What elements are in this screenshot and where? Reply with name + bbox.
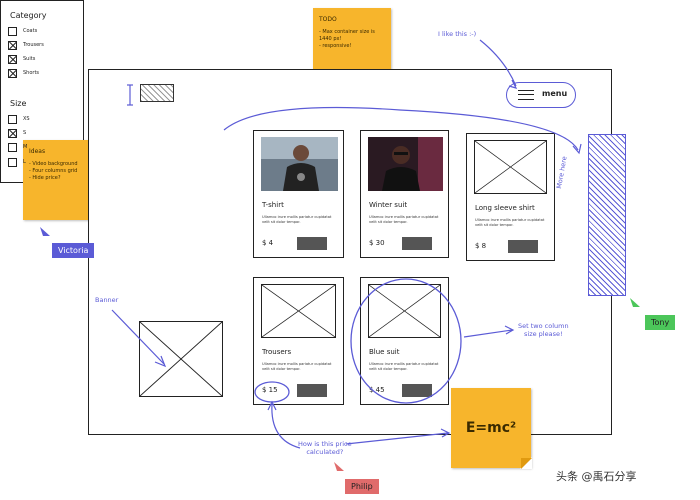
product-title: Trousers: [262, 348, 292, 356]
add-to-cart-button[interactable]: [297, 384, 327, 397]
hatched-area: [588, 134, 626, 296]
user-tag-victoria: Victoria: [52, 243, 95, 258]
hamburger-icon[interactable]: [518, 90, 534, 100]
product-price: $ 8: [475, 242, 487, 250]
filter-item-xs[interactable]: XS: [8, 114, 30, 124]
checkbox[interactable]: [8, 142, 17, 152]
checkbox[interactable]: [8, 54, 17, 64]
checkbox[interactable]: [8, 157, 17, 167]
product-card[interactable]: Blue suit Ullamco irure mollis pariatur …: [360, 277, 449, 405]
annotation-i-like-this: I like this :-): [438, 30, 477, 38]
filter-item-trousers[interactable]: Trousers: [8, 40, 44, 50]
product-title: Winter suit: [369, 201, 408, 209]
filter-item-suits[interactable]: Suits: [8, 54, 35, 64]
product-title: Blue suit: [369, 348, 400, 356]
image-placeholder: [261, 284, 336, 338]
banner-image-placeholder[interactable]: [139, 321, 223, 397]
cursor-arrow-icon: [334, 462, 344, 471]
todo-title: TODO: [319, 16, 337, 23]
filter-label: Coats: [23, 28, 38, 34]
category-title: Category: [10, 11, 47, 20]
product-card[interactable]: Trousers Ullamco irure mollis pariatur c…: [253, 277, 344, 405]
checkbox[interactable]: [8, 128, 17, 138]
filter-label: M: [23, 144, 28, 150]
filter-label: L: [23, 159, 26, 165]
logo-placeholder[interactable]: [140, 84, 174, 102]
fold-decoration: [521, 458, 532, 469]
checkbox[interactable]: [8, 40, 17, 50]
annotation-price-question: How is this price calculated?: [298, 440, 352, 456]
annotation-two-column: Set two column size please!: [518, 322, 569, 338]
ideas-items: - Video background - Four columns grid -…: [29, 161, 78, 181]
product-price: $ 30: [369, 239, 385, 247]
product-price: $ 45: [369, 386, 385, 394]
todo-items: - Max container size is 1440 px! - respo…: [319, 29, 375, 49]
add-to-cart-button[interactable]: [402, 384, 432, 397]
menu-label[interactable]: menu: [542, 89, 568, 98]
product-title: Long sleeve shirt: [475, 204, 535, 212]
product-description: Ullamco irure mollis pariatur cupidatat …: [369, 215, 439, 224]
cursor-arrow-icon: [40, 227, 50, 236]
filter-item-s[interactable]: S: [8, 128, 26, 138]
product-card[interactable]: T-shirt Ullamco irure mollis pariatur cu…: [253, 130, 344, 258]
product-description: Ullamco irure mollis pariatur cupidatat …: [262, 362, 332, 371]
product-card[interactable]: Long sleeve shirt Ullamco irure mollis p…: [466, 133, 555, 261]
annotation-banner: Banner: [95, 296, 119, 304]
checkbox[interactable]: [8, 114, 17, 124]
product-card[interactable]: Winter suit Ullamco irure mollis pariatu…: [360, 130, 449, 258]
ideas-title: Ideas: [29, 148, 46, 155]
filter-label: Shorts: [23, 70, 40, 76]
menu-highlight-circle: [506, 82, 576, 108]
product-price: $ 15: [262, 386, 278, 394]
product-photo: [368, 137, 443, 191]
filter-label: S: [23, 130, 27, 136]
filter-item-shorts[interactable]: Shorts: [8, 68, 39, 78]
checkbox[interactable]: [8, 26, 17, 36]
formula-sticky-note[interactable]: E=mc²: [451, 388, 532, 469]
image-placeholder: [474, 140, 547, 194]
filter-item-m[interactable]: M: [8, 142, 27, 152]
watermark: 头条 @禹石分享: [556, 470, 637, 483]
product-title: T-shirt: [262, 201, 284, 209]
user-tag-tony: Tony: [645, 315, 676, 330]
size-title: Size: [10, 99, 27, 108]
user-tag-philip: Philip: [345, 479, 379, 494]
product-photo: [261, 137, 338, 191]
filter-label: Trousers: [23, 42, 44, 48]
height-marker-icon: [126, 84, 134, 106]
product-price: $ 4: [262, 239, 274, 247]
product-description: Ullamco irure mollis pariatur cupidatat …: [262, 215, 332, 224]
filter-item-coats[interactable]: Coats: [8, 26, 37, 36]
add-to-cart-button[interactable]: [402, 237, 432, 250]
filter-label: XS: [23, 116, 30, 122]
product-description: Ullamco irure mollis pariatur cupidatat …: [475, 218, 545, 227]
filter-label: Suits: [23, 56, 36, 62]
formula-text: E=mc²: [465, 419, 517, 436]
cursor-arrow-icon: [630, 298, 640, 307]
checkbox[interactable]: [8, 68, 17, 78]
product-description: Ullamco irure mollis pariatur cupidatat …: [369, 362, 439, 371]
add-to-cart-button[interactable]: [297, 237, 327, 250]
filter-item-l[interactable]: L: [8, 157, 26, 167]
add-to-cart-button[interactable]: [508, 240, 538, 253]
image-placeholder: [368, 284, 441, 338]
